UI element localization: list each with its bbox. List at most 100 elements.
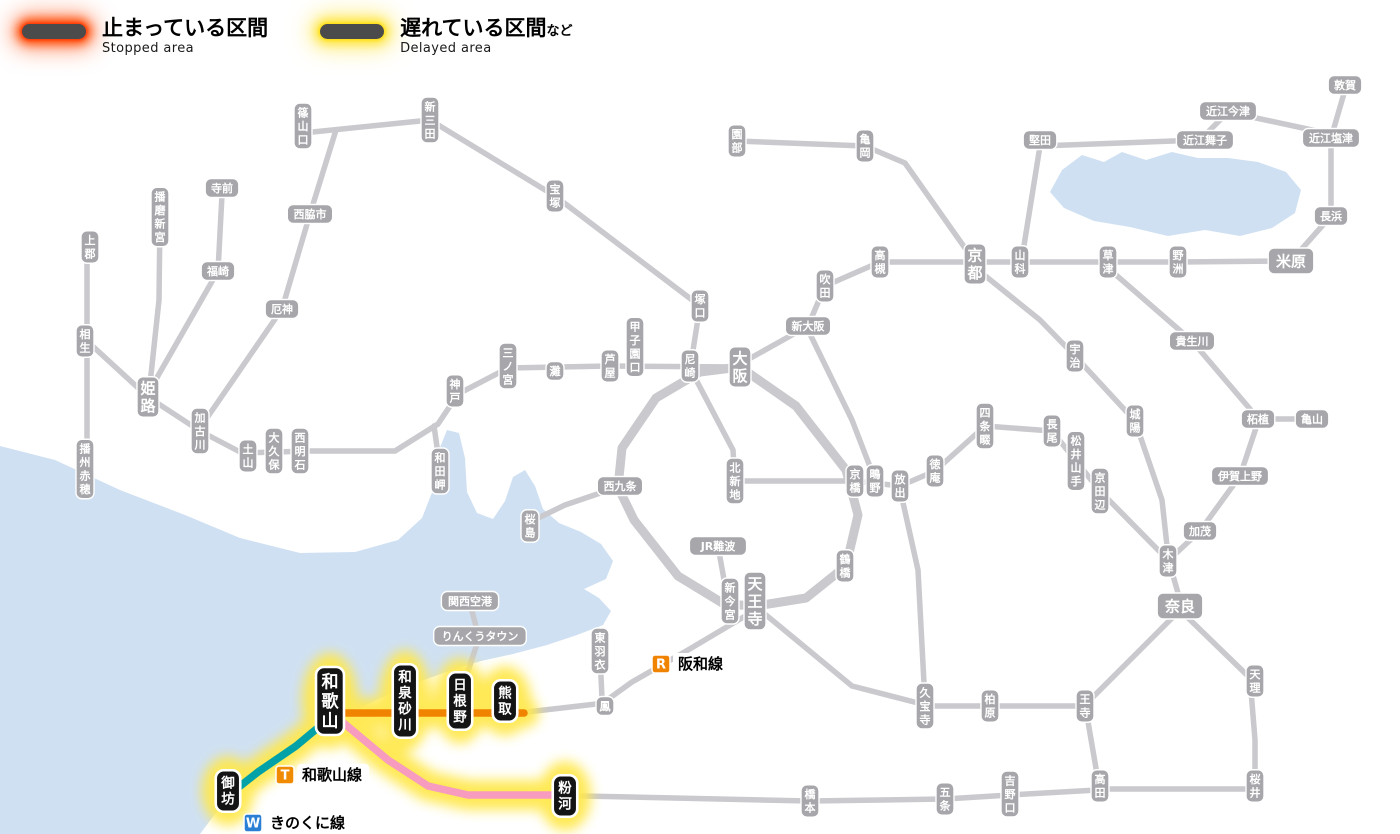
track-segment <box>757 607 925 707</box>
station-上郡: 上郡 <box>80 230 100 264</box>
station-pill <box>595 695 615 717</box>
track-segment <box>524 700 608 715</box>
station-label: 厄神 <box>271 302 293 316</box>
station-pill <box>845 464 865 498</box>
station-pill <box>204 177 240 199</box>
station-label: 久宝寺 <box>920 685 932 726</box>
station-pill <box>136 376 160 418</box>
station-木津: 木津 <box>1158 544 1178 578</box>
osaka-bay <box>0 430 613 834</box>
track-segment <box>734 138 975 261</box>
track-segment <box>1169 419 1261 560</box>
station-久宝寺: 久宝寺 <box>915 682 935 730</box>
station-pill <box>925 454 945 488</box>
stopped-label-en: Stopped area <box>102 41 194 57</box>
station-label: 吹田 <box>820 272 832 300</box>
station-pill <box>980 689 1000 723</box>
station-西明石: 西明石 <box>290 427 310 475</box>
station-甲子園口: 甲子園口 <box>625 316 645 378</box>
station-label: 宇治 <box>1070 342 1081 370</box>
station-label: 三ノ宮 <box>503 346 514 386</box>
line-symbol-icon <box>651 654 671 674</box>
station-pill <box>935 782 955 816</box>
station-西九条: 西九条 <box>596 475 644 497</box>
station-label: 上郡 <box>84 233 96 261</box>
station-近江今津: 近江今津 <box>1198 100 1258 122</box>
station-五条: 五条 <box>935 782 955 816</box>
station-pill <box>890 469 910 503</box>
station-pill <box>596 475 644 497</box>
station-芦屋: 芦屋 <box>600 349 620 383</box>
station-label: 長尾 <box>1046 418 1059 445</box>
station-pill <box>1245 664 1265 698</box>
station-りんくうタウン: りんくうタウン <box>433 625 528 647</box>
station-label: 篠山口 <box>298 105 309 146</box>
station-高槻: 高槻 <box>870 245 890 279</box>
station-東羽衣: 東羽衣 <box>590 627 610 675</box>
station-label: 園部 <box>732 128 743 155</box>
station-草津: 草津 <box>1098 245 1118 279</box>
station-label: 王寺 <box>1080 693 1091 720</box>
station-pill <box>80 230 100 264</box>
station-亀山: 亀山 <box>1294 408 1330 430</box>
line-label-bg <box>297 764 369 786</box>
station-label: 和田岬 <box>435 450 446 491</box>
station-label: 敦賀 <box>1334 78 1356 92</box>
station-label: 京田辺 <box>1095 470 1106 511</box>
station-pill <box>1168 245 1188 279</box>
station-姫路: 姫路 <box>136 376 160 418</box>
station-pill <box>680 349 700 383</box>
station-label: 相生 <box>80 327 91 355</box>
station-pill <box>915 682 935 730</box>
station-label: 吉野口 <box>1005 773 1016 814</box>
station-pill <box>1327 74 1363 96</box>
station-天理: 天理 <box>1245 664 1265 698</box>
station-関西空港: 関西空港 <box>440 590 500 612</box>
station-pill <box>720 577 740 625</box>
station-pill <box>1240 408 1276 430</box>
station-label: 亀岡 <box>860 132 871 160</box>
station-pill <box>800 784 820 818</box>
station-三ノ宮: 三ノ宮 <box>498 342 518 390</box>
station-pill <box>290 427 310 475</box>
station-pill <box>625 316 645 378</box>
station-label: 宝塚 <box>550 182 561 210</box>
station-pill <box>815 269 835 303</box>
station-pill <box>1156 592 1204 620</box>
station-pill <box>1010 245 1030 279</box>
station-王寺: 王寺 <box>1075 689 1095 723</box>
station-山科: 山科 <box>1010 245 1030 279</box>
station-label: 木津 <box>1162 547 1175 575</box>
station-桜島: 桜島 <box>520 509 540 543</box>
station-pill <box>1158 544 1178 578</box>
station-pill <box>1065 339 1085 373</box>
station-label: 伊賀上野 <box>1217 469 1262 483</box>
track-segment <box>1179 609 1258 786</box>
station-鴫野: 鴫野 <box>865 464 885 498</box>
legend-stopped: 止まっている区間 Stopped area <box>22 16 268 56</box>
station-label: 近江今津 <box>1206 104 1250 118</box>
station-pill <box>1267 247 1315 275</box>
station-label: 神戸 <box>450 377 461 405</box>
station-label: 鶴橋 <box>840 552 852 580</box>
station-pill <box>445 374 465 408</box>
station-粉河: 粉河 <box>551 773 579 819</box>
station-label: 天理 <box>1250 668 1262 695</box>
station-label: 天王寺 <box>747 575 763 628</box>
track-segment <box>197 127 339 431</box>
station-label: 日根野 <box>453 678 467 726</box>
station-label: 近江塩津 <box>1309 131 1353 145</box>
station-徳庵: 徳庵 <box>925 454 945 488</box>
station-pill <box>1000 770 1020 818</box>
station-label: 新今宮 <box>724 580 737 621</box>
stopped-line-sample <box>22 24 86 39</box>
station-pill <box>784 315 832 337</box>
station-label: 芦屋 <box>605 352 616 380</box>
station-宇治: 宇治 <box>1065 339 1085 373</box>
station-label: 柘植 <box>1246 412 1269 426</box>
station-label: 鳳 <box>600 700 611 713</box>
station-pill <box>433 625 528 647</box>
station-和田岬: 和田岬 <box>430 447 450 495</box>
